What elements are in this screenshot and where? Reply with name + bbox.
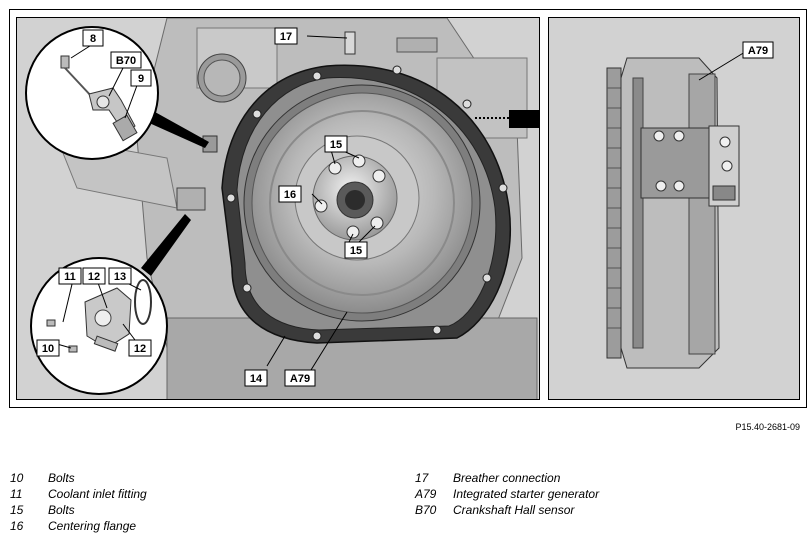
callout-16: 16 (278, 185, 302, 203)
svg-text:A79: A79 (748, 45, 768, 57)
svg-text:15: 15 (350, 245, 362, 257)
generator-body-side (620, 57, 720, 369)
callout-13: 13 (108, 267, 132, 285)
callout-17: 17 (274, 27, 298, 45)
side-view-panel: A79 (548, 17, 800, 400)
svg-text:B70: B70 (116, 55, 136, 67)
svg-text:17: 17 (280, 31, 292, 43)
svg-text:16: 16 (284, 189, 296, 201)
cover-cap (197, 53, 247, 103)
callout-10: 10 (36, 339, 60, 357)
leader-a79-side (698, 51, 746, 81)
callout-14: 14 (244, 369, 268, 387)
callout-12-top: 12 (82, 267, 106, 285)
callout-15-bottom: 15 (344, 241, 368, 259)
callout-9: 9 (130, 69, 152, 87)
sensor-mount (176, 135, 218, 211)
inset-detail-coolant (30, 214, 191, 395)
connector-block (708, 125, 740, 207)
svg-text:8: 8 (90, 33, 96, 45)
view-arrow (475, 110, 539, 128)
callout-b70: B70 (110, 51, 142, 69)
hub-bolts-15 (314, 154, 386, 239)
callout-a79-side: A79 (742, 41, 774, 59)
starter-generator-disc (243, 84, 481, 322)
svg-text:11: 11 (64, 271, 76, 283)
breather-connection (344, 31, 356, 55)
svg-text:13: 13 (114, 271, 126, 283)
callout-8: 8 (82, 29, 104, 47)
svg-text:15: 15 (330, 139, 342, 151)
callout-12-bottom: 12 (128, 339, 152, 357)
svg-text:12: 12 (134, 343, 146, 355)
svg-text:9: 9 (138, 73, 144, 85)
housing-bolts (226, 65, 508, 341)
svg-text:12: 12 (88, 271, 100, 283)
callout-a79-main: A79 (284, 369, 316, 387)
callout-11: 11 (58, 267, 82, 285)
svg-text:10: 10 (42, 343, 54, 355)
engine-illustration: 17 15 16 15 14 A79 8 B70 (25, 18, 539, 399)
callout-15-top: 15 (324, 135, 348, 153)
svg-text:14: 14 (250, 373, 263, 385)
engine-illustration-panel: 17 15 16 15 14 A79 8 B70 (16, 17, 540, 400)
side-view-illustration: A79 (606, 41, 774, 369)
svg-text:A79: A79 (290, 373, 310, 385)
ring-gear (606, 67, 622, 359)
figure-code: P15.40-2681-09 (735, 422, 800, 432)
